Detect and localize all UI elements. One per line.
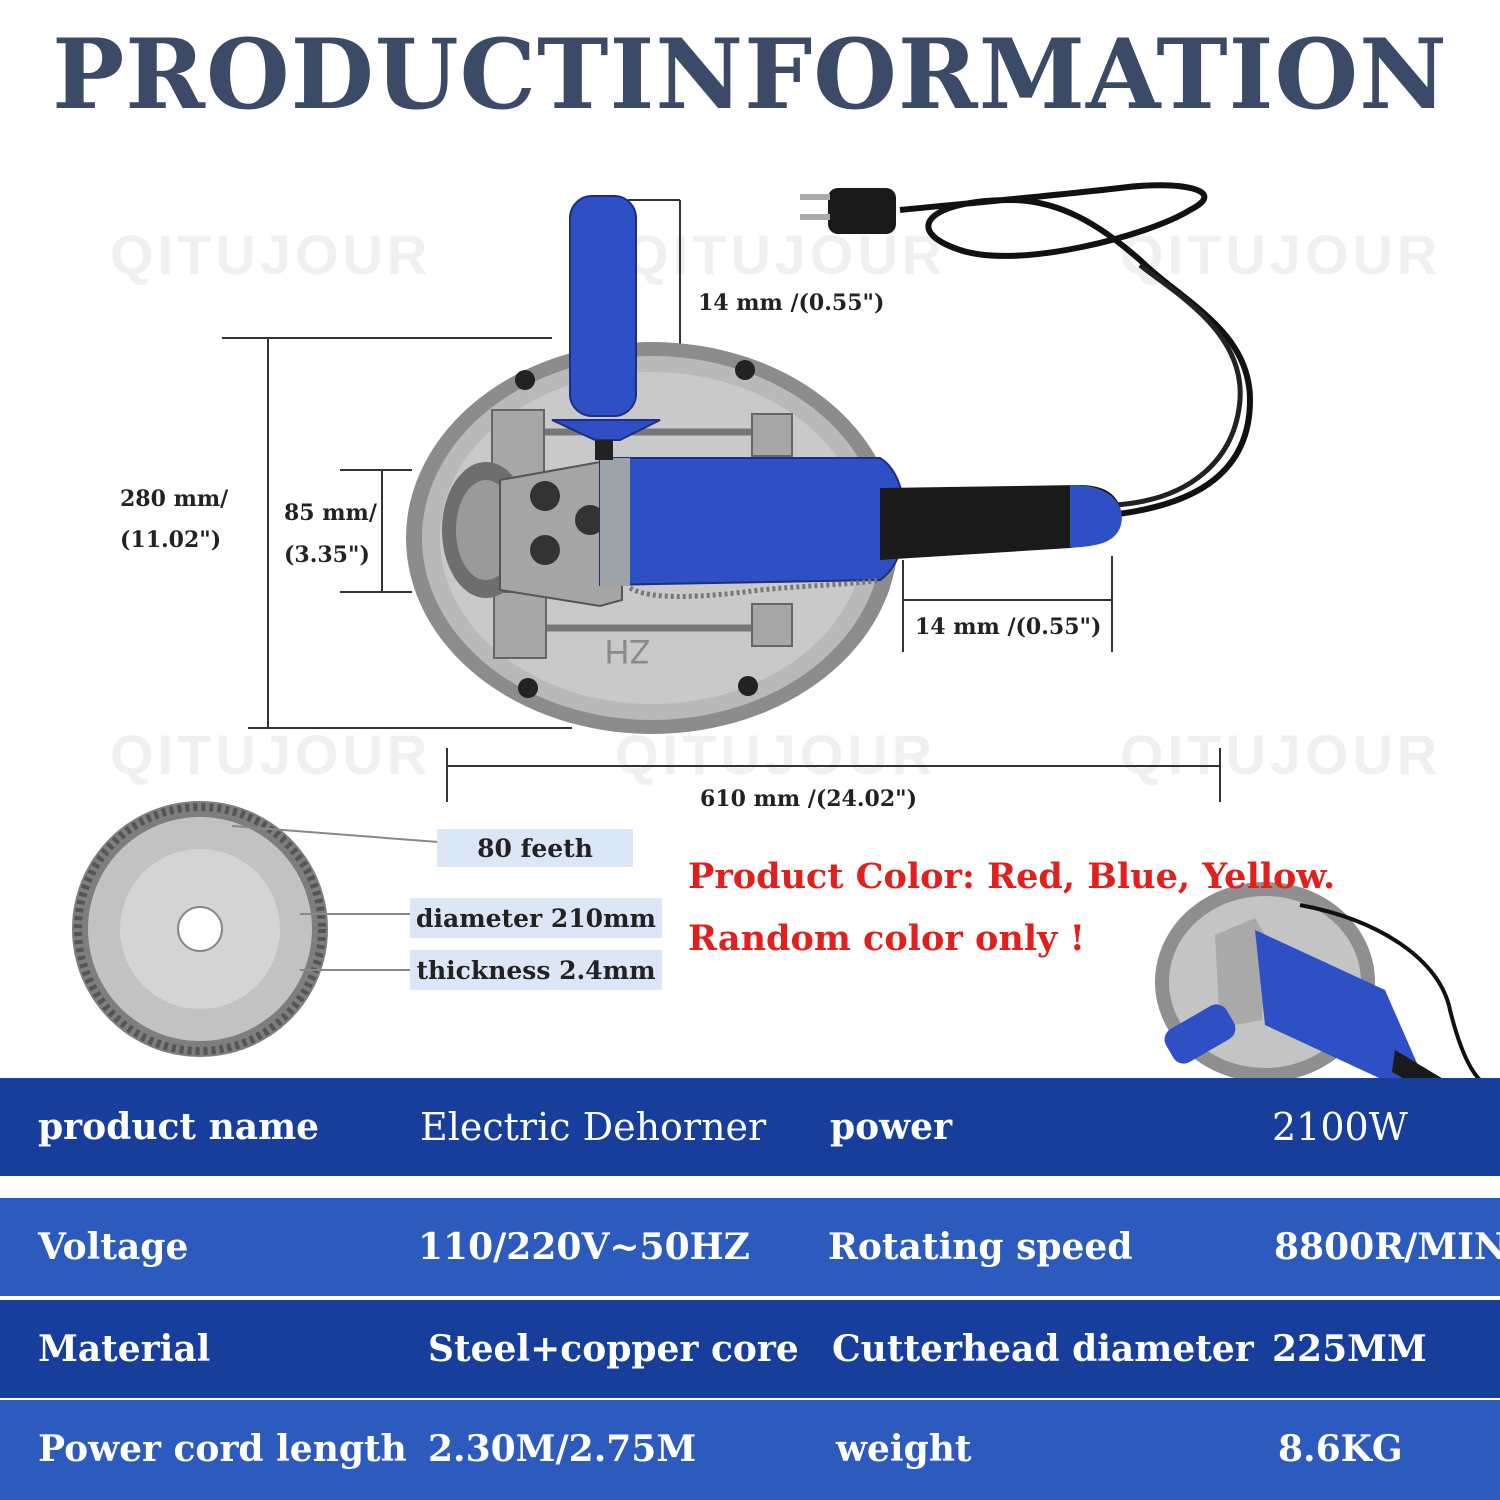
watermark: QITUJOUR <box>625 223 947 286</box>
table-row: Voltage 110/220V~50HZ Rotating speed 880… <box>0 1198 1500 1296</box>
handle-gap-label: 14 mm /(0.55") <box>698 290 885 316</box>
blade-teeth-label: 80 feeth <box>437 829 633 867</box>
slot-label-line2: (3.35") <box>284 542 370 568</box>
blade-thickness-label: thickness 2.4mm <box>410 950 662 990</box>
spec-value: 2.30M/2.75M <box>428 1428 697 1470</box>
table-row: product name Electric Dehorner power 210… <box>0 1078 1500 1176</box>
spec-label: Rotating speed <box>828 1226 1133 1268</box>
power-cord <box>800 182 1254 518</box>
base-mark: ZH <box>605 632 650 670</box>
blade-diameter-label: diameter 210mm <box>410 898 662 938</box>
side-gap-label: 14 mm /(0.55") <box>915 614 1102 640</box>
spec-value: 2100W <box>1272 1105 1408 1149</box>
inset-product-photo <box>1155 882 1482 1080</box>
spec-label: weight <box>836 1428 972 1470</box>
spec-value: Electric Dehorner <box>420 1105 767 1149</box>
spec-table: product name Electric Dehorner power 210… <box>0 1078 1500 1500</box>
spec-label: Material <box>38 1328 211 1370</box>
slot-label-line1: 85 mm/ <box>284 500 377 526</box>
side-handle <box>569 195 637 417</box>
table-row: Power cord length 2.30M/2.75M weight 8.6… <box>0 1400 1500 1500</box>
spec-label: power <box>830 1106 953 1148</box>
bolts <box>515 360 758 698</box>
product-diagram: ZH <box>72 182 1482 1080</box>
blade-callout-lines <box>231 825 439 971</box>
watermark: QITUJOUR <box>110 723 432 786</box>
spec-label: Power cord length <box>38 1428 407 1470</box>
spec-value: 225MM <box>1272 1328 1427 1370</box>
spec-value: 110/220V~50HZ <box>418 1226 750 1268</box>
table-row: Material Steel+copper core Cutterhead di… <box>0 1300 1500 1398</box>
watermark: QITUJOUR <box>110 223 432 286</box>
spec-label: Voltage <box>38 1226 189 1268</box>
spec-label: Cutterhead diameter <box>832 1328 1254 1370</box>
watermark: QITUJOUR <box>1120 223 1442 286</box>
spec-value: Steel+copper core <box>428 1328 799 1370</box>
color-note-line2: Random color only ! <box>688 918 1085 959</box>
rear-grip <box>880 485 1122 560</box>
height-label-line1: 280 mm/ <box>120 486 229 512</box>
height-label-line2: (11.02") <box>120 527 222 553</box>
spec-value: 8800R/MIN <box>1274 1226 1500 1268</box>
watermark: QITUJOUR <box>1120 723 1442 786</box>
length-label: 610 mm /(24.02") <box>700 786 918 812</box>
color-note-line1: Product Color: Red, Blue, Yellow. <box>688 856 1336 897</box>
spec-label: product name <box>38 1106 320 1148</box>
saw-blade-icon <box>72 801 328 1057</box>
plug-icon <box>828 188 896 234</box>
rails <box>520 428 780 632</box>
page-title: PRODUCTINFORMATION <box>52 18 1448 131</box>
spec-value: 8.6KG <box>1278 1428 1403 1470</box>
motor-body <box>599 457 907 587</box>
